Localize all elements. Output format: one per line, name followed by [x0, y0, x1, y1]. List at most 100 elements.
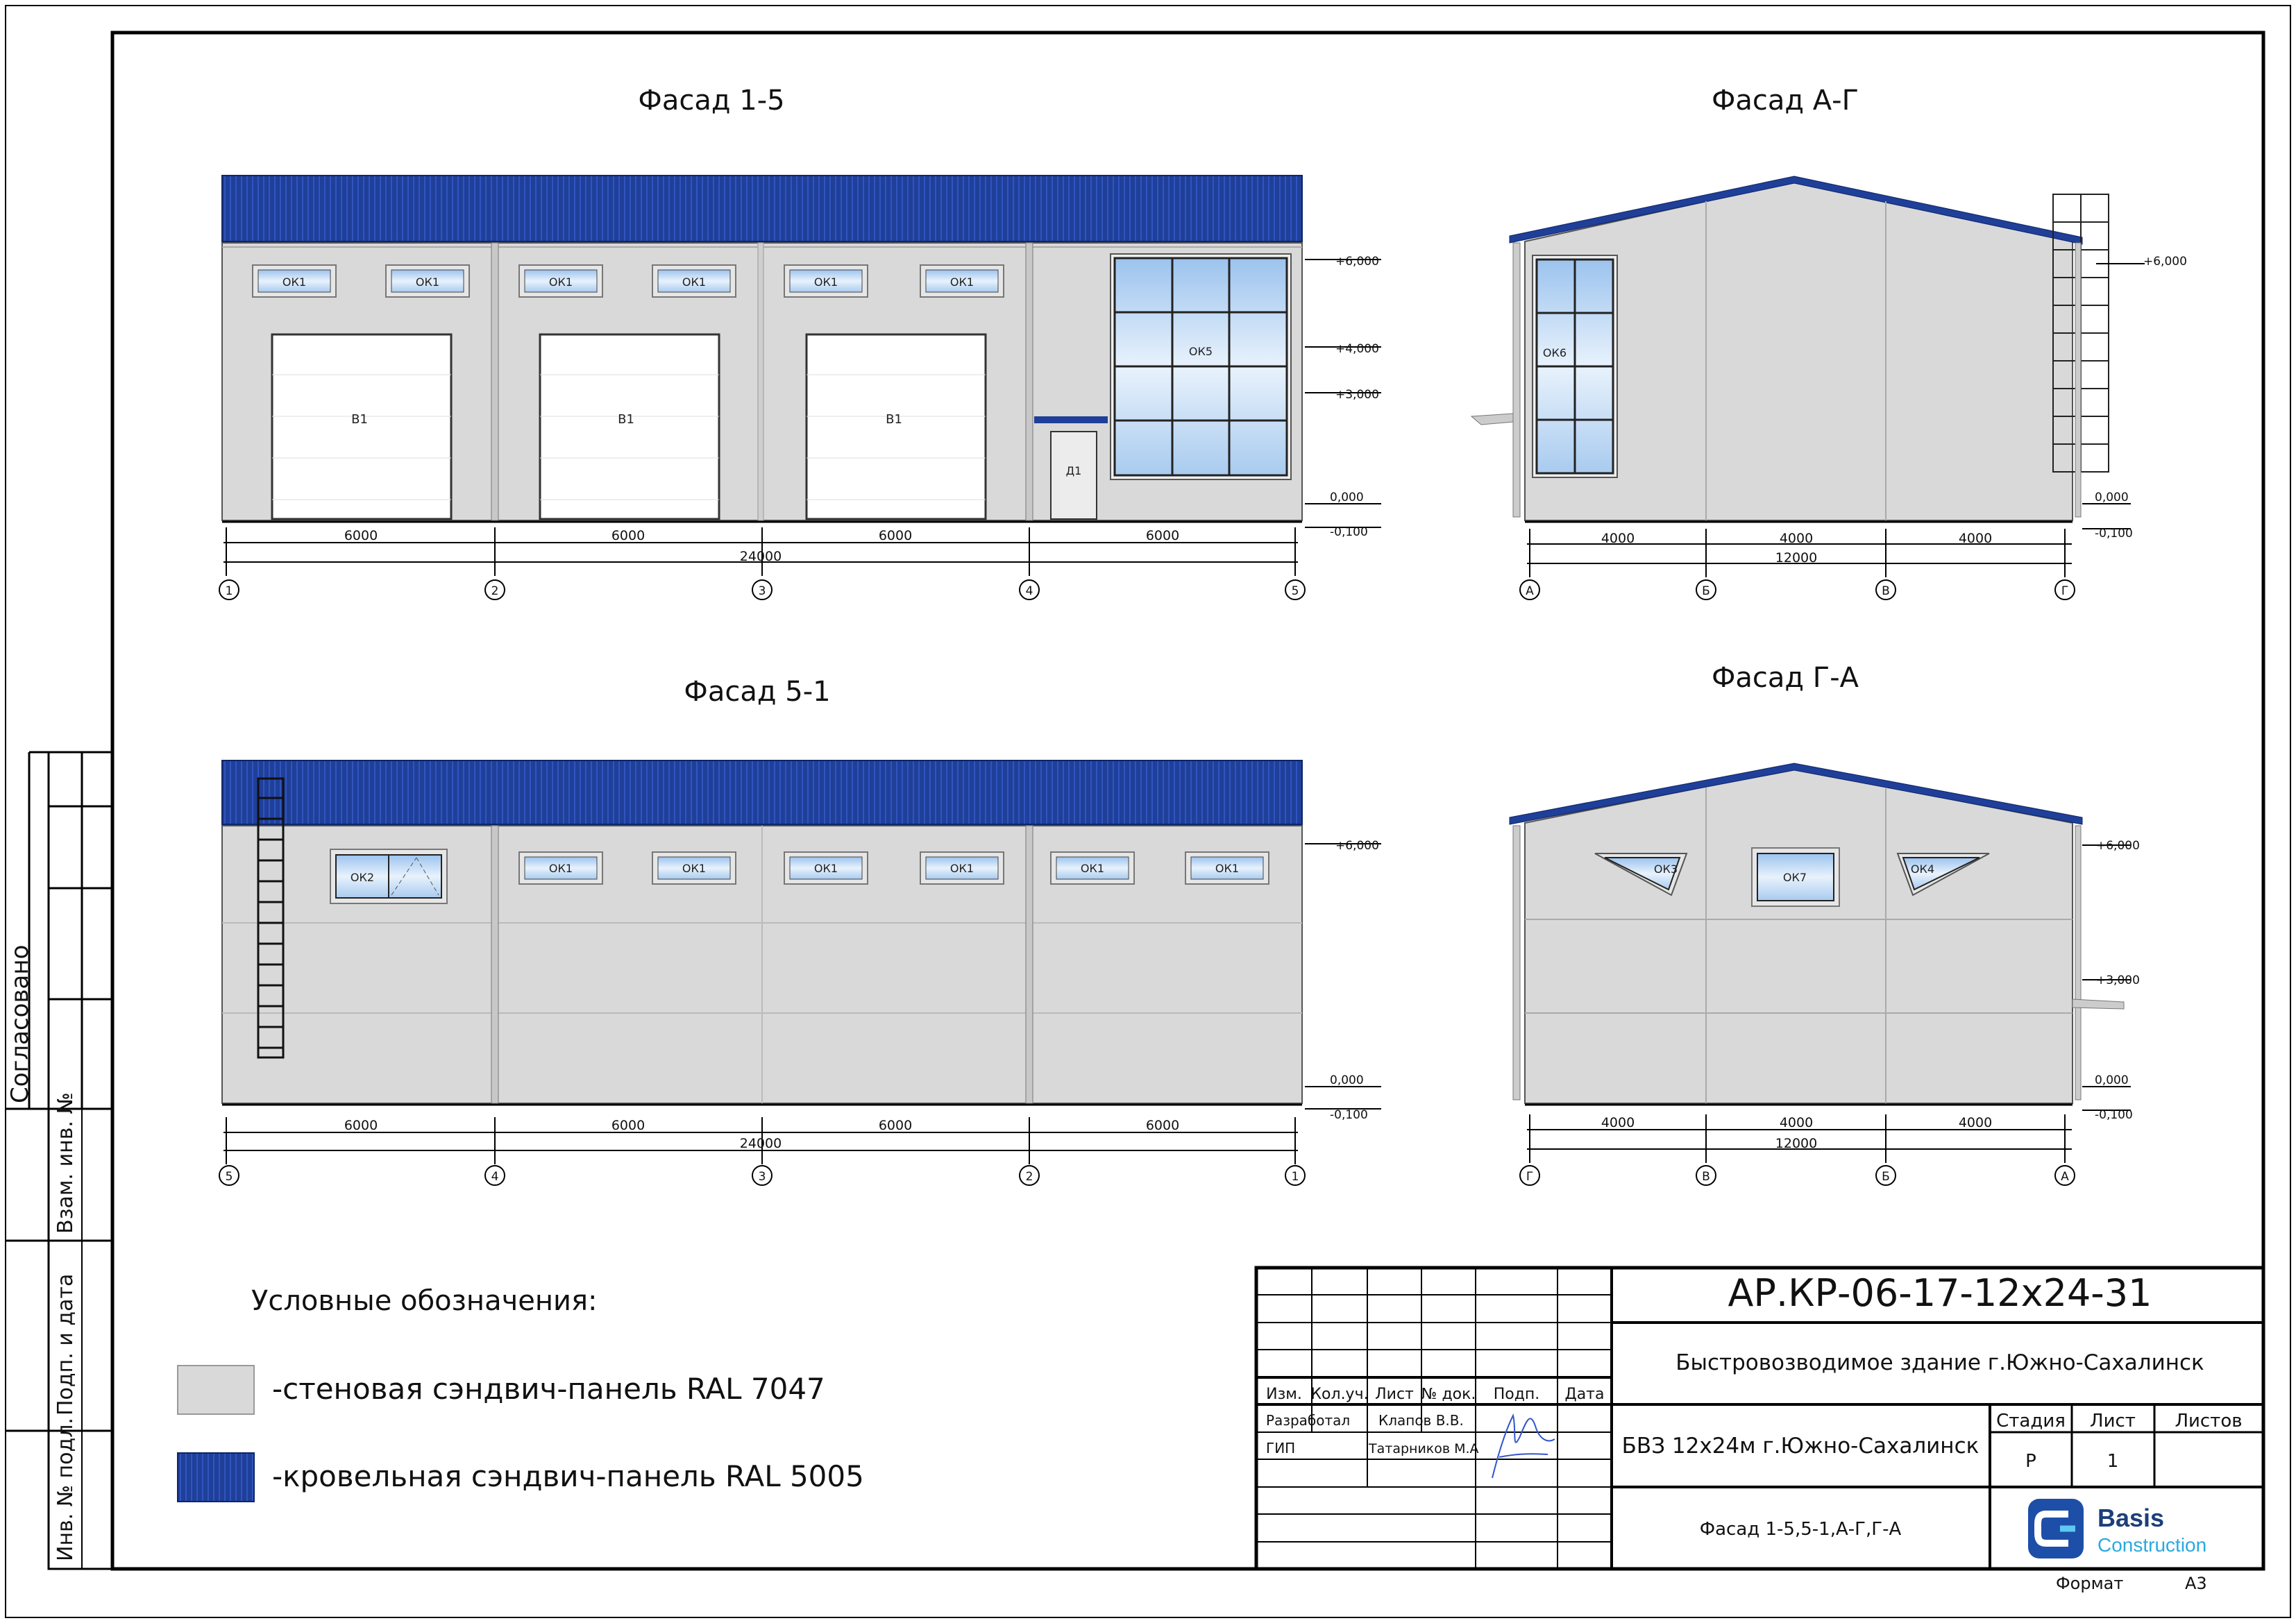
level-mark: +6,000: [2143, 255, 2187, 269]
gate-label: В1: [886, 412, 902, 427]
level-mark: -0,100: [1330, 1108, 1368, 1122]
level-mark: 0,000: [1330, 1073, 1364, 1087]
name-developer: Клапов В.В.: [1378, 1412, 1464, 1429]
level-mark: 0,000: [2095, 1073, 2129, 1087]
hdr-sheet: Лист: [1375, 1386, 1414, 1403]
facade-1-5: ОК1 ОК1 ОК1 ОК1 ОК1 ОК1 В1 В1 В1: [219, 175, 1381, 600]
side-stamp: [6, 751, 114, 1570]
side-inv-orig: Инв. № подл.: [53, 1418, 78, 1561]
window-label: ОК1: [950, 275, 974, 289]
title-facade-g-a: Фасад Г-А: [1712, 662, 1859, 694]
level-mark: 0,000: [2095, 491, 2129, 504]
dimension-text: 4000: [1959, 1115, 1992, 1130]
axis-label: 3: [759, 584, 766, 598]
name-gip: Татарников М.А: [1368, 1441, 1479, 1456]
title-block: [1254, 1266, 2265, 1571]
level-mark: +4,000: [1335, 342, 1379, 356]
facade-a-g: ОК6 +6,000 0,000 -0,100 4000 4000 4000 1…: [1470, 176, 2187, 600]
window-label: ОК1: [814, 862, 838, 875]
outer-frame: [5, 5, 2291, 1618]
level-mark: +6,000: [1335, 839, 1379, 853]
dimension-text: 4000: [1780, 531, 1813, 546]
dimension-text: 6000: [611, 528, 645, 543]
hdr-change: Изм.: [1266, 1386, 1302, 1403]
signature-drawing: [1492, 1413, 1555, 1479]
hdr-sign: Подп.: [1494, 1386, 1540, 1403]
dimension-text: 6000: [344, 1118, 378, 1133]
axis-label: 1: [1292, 1170, 1299, 1184]
axis-label: 3: [759, 1170, 766, 1184]
logo-text-construction: Construction: [2097, 1534, 2206, 1556]
axis-label: В: [1882, 584, 1890, 598]
level-mark: +6,000: [1335, 255, 1379, 269]
title-facade-a-g: Фасад А-Г: [1712, 85, 1859, 117]
role-gip: ГИП: [1266, 1440, 1295, 1456]
legend-wall-swatch: [177, 1365, 255, 1415]
dimension-text: 4000: [1780, 1115, 1813, 1130]
window-label: ОК1: [814, 275, 838, 289]
doc-code: АР.КР-06-17-12х24-31: [1728, 1271, 2152, 1315]
dimension-total: 24000: [740, 1136, 782, 1151]
hdr-date: Дата: [1565, 1386, 1605, 1403]
title-facade-1-5: Фасад 1-5: [638, 85, 784, 117]
axis-label: 5: [1292, 584, 1299, 598]
level-mark: 0,000: [1330, 491, 1364, 504]
axis-label: Б: [1882, 1170, 1890, 1184]
level-mark: +6,000: [2096, 839, 2140, 853]
axis-label: Б: [1702, 584, 1710, 598]
window-label: ОК1: [682, 275, 706, 289]
window-label: ОК1: [1081, 862, 1104, 875]
format-value: А3: [2185, 1574, 2207, 1593]
window-label: ОК1: [282, 275, 306, 289]
sheet-label: Лист: [2090, 1411, 2136, 1431]
hdr-doc: № док.: [1421, 1386, 1476, 1403]
stage-label: Стадия: [1996, 1411, 2066, 1431]
axis-label: Г: [2061, 584, 2068, 598]
level-mark: -0,100: [2095, 527, 2133, 541]
window-label: ОК6: [1543, 346, 1567, 359]
side-inv-replace: Взам. инв. №: [53, 1092, 78, 1234]
dimension-text: 4000: [1959, 531, 1992, 546]
dimension-total: 12000: [1775, 1136, 1817, 1151]
axis-label: А: [2061, 1170, 2069, 1184]
legend-title: Условные обозначения:: [251, 1285, 598, 1317]
facade-5-1: ОК2 ОК1 ОК1 ОК1 ОК1 ОК1 ОК1 +6,000 0,000…: [219, 760, 1381, 1186]
axis-label: Г: [1526, 1170, 1533, 1184]
axis-label: 5: [226, 1170, 233, 1184]
dimension-total: 24000: [740, 549, 782, 564]
level-mark: +3,000: [1335, 388, 1379, 402]
roof-panel: [221, 175, 1303, 242]
dimension-text: 6000: [879, 1118, 912, 1133]
dimension-text: 6000: [344, 528, 378, 543]
window-label: ОК1: [682, 862, 706, 875]
gate-label: В1: [618, 412, 634, 427]
window-label: ОК1: [416, 275, 439, 289]
dimension-text: 6000: [1146, 528, 1179, 543]
window-label: ОК3: [1654, 863, 1678, 876]
hdr-count: Кол.уч.: [1310, 1386, 1368, 1403]
level-mark: -0,100: [1330, 525, 1368, 539]
company-logo: Basis Construction: [2028, 1499, 2206, 1558]
level-mark: +3,000: [2096, 974, 2140, 987]
stage-value: Р: [2025, 1451, 2036, 1472]
door-label: Д1: [1066, 464, 1082, 477]
window-label: ОК1: [549, 862, 573, 875]
project-name: Быстровозводимое здание г.Южно-Сахалинск: [1675, 1350, 2204, 1375]
axis-label: 1: [226, 584, 233, 598]
side-agreed: Согласовано: [6, 945, 34, 1103]
side-sign-date: Подп. и дата: [53, 1274, 78, 1416]
dimension-text: 6000: [879, 528, 912, 543]
window-label: ОК1: [1215, 862, 1239, 875]
sheet-title: Фасад 1-5,5-1,А-Г,Г-А: [1700, 1519, 1902, 1540]
format-label: Формат: [2056, 1574, 2123, 1593]
window-label: ОК2: [351, 871, 374, 884]
window-label: ОК1: [549, 275, 573, 289]
sheets-label: Листов: [2175, 1411, 2242, 1431]
legend-roof-swatch: [177, 1452, 255, 1502]
logo-text-basis: Basis: [2097, 1504, 2164, 1532]
dimension-total: 12000: [1775, 550, 1817, 566]
dimension-text: 4000: [1601, 531, 1635, 546]
window-label: ОК7: [1783, 871, 1807, 884]
sheet-value: 1: [2107, 1451, 2119, 1472]
